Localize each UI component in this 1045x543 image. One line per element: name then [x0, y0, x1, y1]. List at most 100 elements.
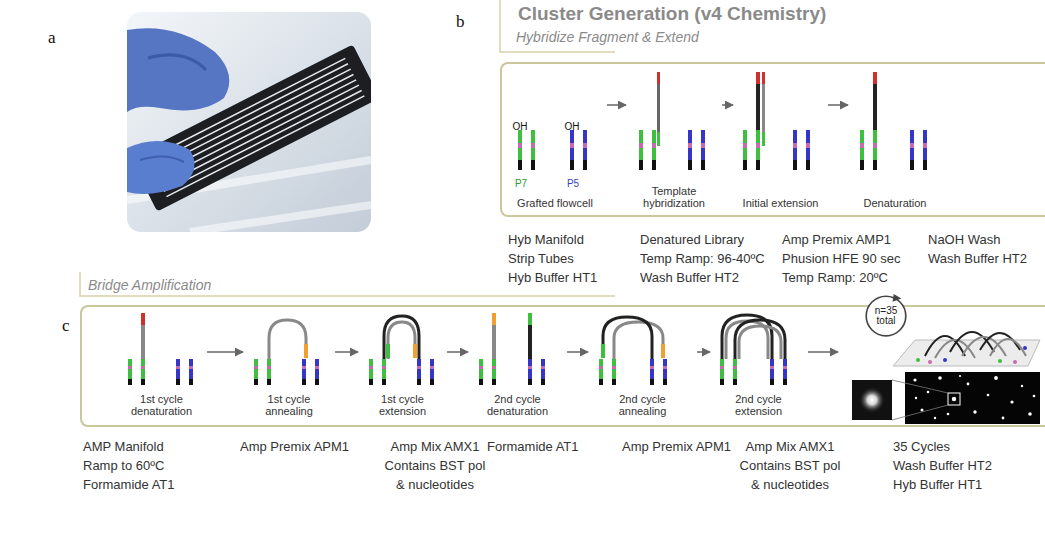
- step-caption: Template hybridization: [630, 185, 718, 210]
- oligo: [743, 130, 747, 170]
- oligo: [382, 359, 386, 385]
- step-panel: 2nd cycle annealing: [590, 312, 695, 420]
- reagent-note-slot: Formamide AT1: [487, 437, 579, 455]
- heading-slot: Hybridize Fragment & Extend: [516, 28, 699, 46]
- cluster-surface: [893, 332, 1040, 366]
- cluster-image: [1021, 385, 1023, 387]
- oligo: [860, 130, 864, 170]
- reagent-note: & nucleotides: [751, 477, 829, 492]
- dna-strand: [657, 132, 660, 146]
- reagent-note: Hyb Manifold: [508, 232, 584, 247]
- panel-letter: c: [62, 316, 70, 335]
- reagent-note: Strip Tubes: [508, 251, 574, 266]
- oligo: [492, 359, 496, 385]
- dna-strand: [141, 313, 145, 325]
- reagent-note-slot: Temp Ramp: 96-40ºC: [640, 249, 765, 267]
- cluster-image: [938, 376, 942, 380]
- oligo: [369, 359, 373, 385]
- cluster-image: [934, 417, 936, 419]
- reagent-note-slot: Hyb Buffer HT1: [893, 475, 982, 493]
- step-arrow: [567, 351, 588, 353]
- oligo: [128, 359, 132, 385]
- section-heading: Hybridize Fragment & Extend: [516, 29, 699, 45]
- cluster-image: [927, 391, 930, 394]
- reagent-note-slot: Contains BST pol: [385, 456, 486, 474]
- step-panel: Grafted flowcell: [505, 70, 605, 212]
- oligo: [570, 130, 574, 170]
- flowcell-photo: [127, 141, 195, 194]
- cluster-surface: [990, 339, 1026, 356]
- reagent-note-slot: Amp Premix APM1: [622, 437, 731, 455]
- dna-strand: [304, 344, 308, 358]
- reagent-note: Amp Premix APM1: [622, 439, 731, 454]
- oligo: [652, 130, 656, 170]
- reagent-note: Formamide AT1: [83, 477, 175, 492]
- reagent-note: Amp Premix AMP1: [782, 232, 891, 247]
- reagent-note: NaOH Wash: [928, 232, 1000, 247]
- reagent-note-slot: Wash Buffer HT2: [640, 268, 739, 286]
- reagent-note-slot: 35 Cycles: [893, 437, 950, 455]
- dna-strand: [603, 317, 652, 359]
- reagent-note-slot: Amp Premix APM1: [240, 437, 349, 455]
- reagent-note-slot: Amp Premix AMP1: [782, 230, 891, 248]
- cluster-image: [892, 380, 948, 420]
- step-arrow: [207, 351, 243, 353]
- step-arrow: [808, 352, 838, 353]
- oligo: [720, 359, 724, 385]
- oligo: [701, 130, 705, 170]
- oligo: [910, 130, 914, 170]
- step-caption: 1st cycle annealing: [249, 393, 329, 418]
- step-arrow: [447, 351, 468, 353]
- step-caption: 1st cycle denaturation: [122, 393, 202, 418]
- oligo: [267, 359, 271, 385]
- oligo: [599, 359, 603, 385]
- oligo: [479, 359, 483, 385]
- reagent-note: Hyb Buffer HT1: [893, 477, 982, 492]
- oligo: [128, 130, 927, 385]
- panel-letter: a: [48, 28, 56, 47]
- oligo: [583, 130, 587, 170]
- flowcell-photo: [140, 156, 184, 162]
- reagent-note: Denatured Library: [640, 232, 744, 247]
- cluster-image: [913, 378, 916, 381]
- reagent-note-slot: AMP Manifold: [83, 437, 164, 455]
- reagent-note-slot: NaOH Wash: [928, 230, 1000, 248]
- panel-letter: b: [456, 12, 465, 31]
- dna-strand: [756, 84, 760, 130]
- oligo: [315, 359, 319, 385]
- cluster-image: [1002, 417, 1005, 420]
- reagent-note: Wash Buffer HT2: [893, 458, 992, 473]
- step-arrow: [828, 104, 848, 106]
- step-arrow: [722, 104, 733, 106]
- cluster-image: [967, 383, 970, 386]
- dna-strand: [873, 72, 877, 84]
- dna-strand: [528, 325, 532, 359]
- oligo-label: OH: [513, 121, 528, 132]
- oligo: [254, 359, 258, 385]
- panel-letter-slot: b: [456, 12, 465, 32]
- dna-strand: [762, 72, 765, 84]
- reagent-note: Temp Ramp: 20ºC: [782, 270, 888, 285]
- reagent-note: Amp Mix AMX1: [746, 439, 835, 454]
- cluster-surface: [943, 358, 947, 362]
- reagent-note-slot: Formamide AT1: [83, 475, 175, 493]
- dna-strand: [492, 313, 496, 325]
- panel-letter-slot: a: [48, 28, 56, 48]
- reagent-note-slot: Strip Tubes: [508, 249, 574, 267]
- dna-strand: [657, 84, 660, 132]
- reagent-note-slot: Denatured Library: [640, 230, 744, 248]
- oligo: [302, 359, 306, 385]
- dna-strand: [657, 72, 660, 84]
- cluster-image: [852, 380, 892, 420]
- reagent-note: Wash Buffer HT2: [928, 251, 1027, 266]
- oligo: [531, 130, 535, 170]
- cluster-image: [959, 375, 961, 377]
- cluster-image: [1010, 400, 1013, 403]
- oligo: [806, 130, 810, 170]
- cluster-image: [905, 372, 1040, 424]
- reagent-note-slot: & nucleotides: [396, 475, 474, 493]
- cycle-count: n=35 total: [871, 306, 901, 327]
- dna-strand: [388, 322, 415, 359]
- step-panel: 1st cycle extension: [360, 312, 445, 420]
- oligo: [141, 359, 145, 385]
